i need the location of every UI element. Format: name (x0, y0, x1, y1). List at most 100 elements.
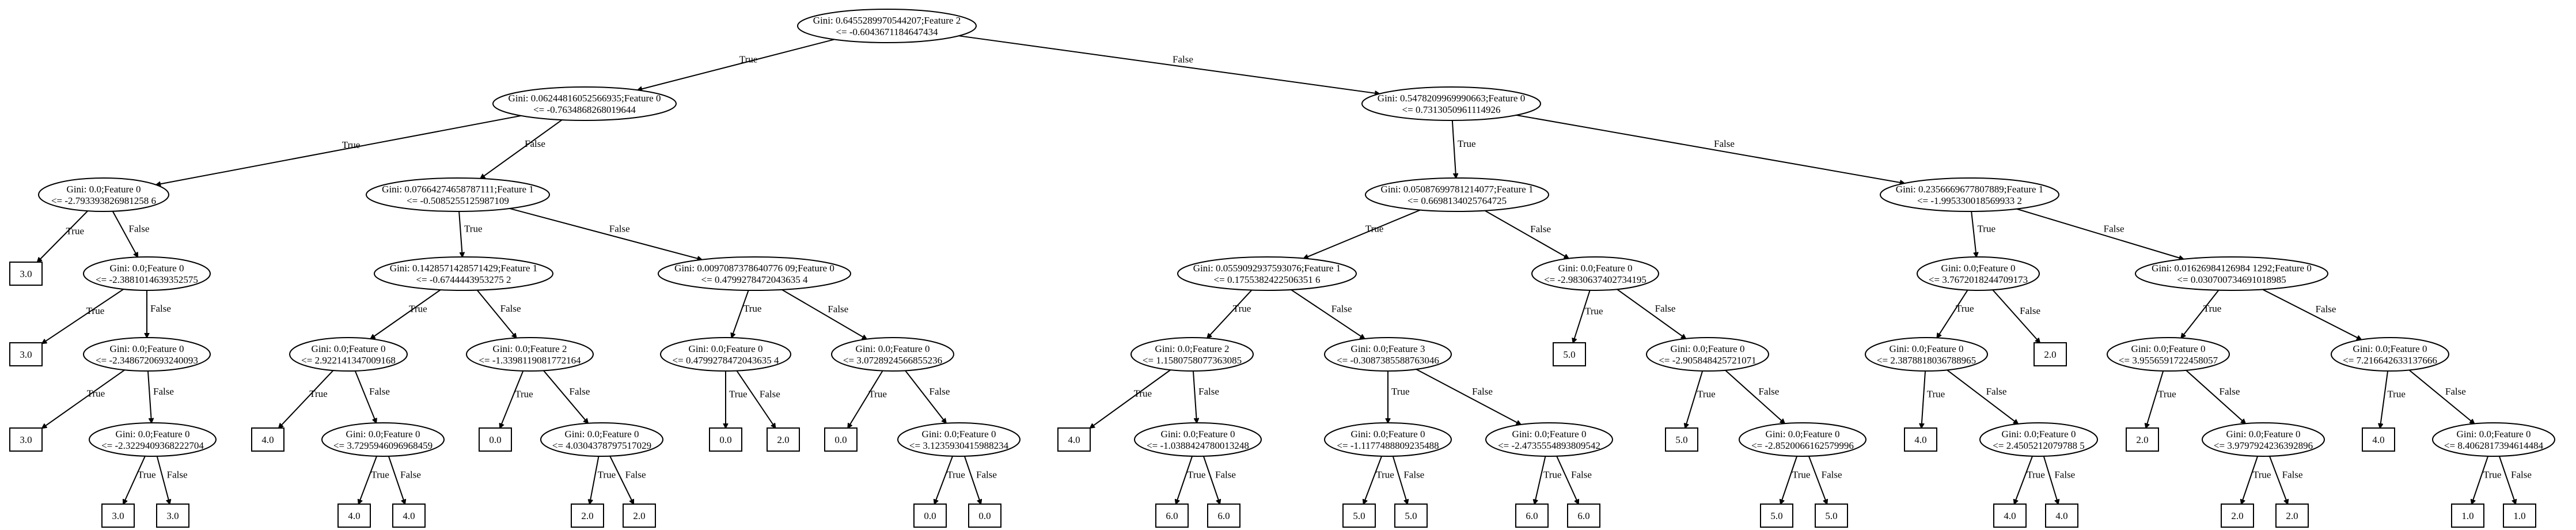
edge-label-false: False (1331, 303, 1352, 314)
tree-edge: True (638, 39, 835, 90)
edge-line (638, 39, 835, 90)
tree-edge: True (2380, 370, 2406, 428)
edge-line (1808, 456, 1827, 504)
node-gini-label: Gini: 0.0;Feature 0 (1766, 429, 1840, 440)
split-node: Gini: 0.0;Feature 0<= 3.0728924566855236 (831, 337, 954, 372)
split-ellipse (1177, 256, 1357, 291)
leaf-value: 4.0 (1914, 434, 1926, 445)
leaf-node: 3.0 (156, 504, 189, 528)
node-gini-label: Gini: 0.0;Feature 0 (110, 263, 184, 274)
leaf-node: 2.0 (2221, 504, 2254, 528)
leaf-value: 4.0 (2004, 510, 2016, 521)
edge-line (42, 289, 124, 343)
leaf-box (1760, 504, 1793, 528)
tree-edge: False (1392, 456, 1424, 504)
tree-edge: False (1416, 369, 1521, 425)
tree-edge: True (1781, 456, 1811, 504)
edge-label-true: True (1792, 469, 1811, 480)
edge-line (458, 211, 462, 257)
split-node: Gini: 0.0097087378640776 09;Feature 0<= … (658, 256, 851, 291)
split-node: Gini: 0.0;Feature 0<= -2.348672069324009… (83, 337, 211, 372)
tree-edge: True (370, 289, 441, 339)
edge-label-true: True (1376, 469, 1394, 480)
edge-label-true: True (1188, 469, 1206, 480)
tree-edge: True (726, 371, 748, 428)
node-gini-label: Gini: 0.0;Feature 0 (2131, 343, 2206, 354)
split-node: Gini: 0.0;Feature 0<= 2.4505212079788 5 (1979, 422, 2098, 457)
edge-label-false: False (1472, 386, 1493, 397)
edge-line (1451, 120, 1456, 178)
edge-line (2016, 208, 2184, 259)
node-threshold-label: <= 0.1755382422506351 6 (1214, 274, 1321, 285)
leaf-node: 0.0 (913, 504, 947, 528)
leaf-node: 5.0 (1342, 504, 1376, 528)
split-node: Gini: 0.0;Feature 0<= -1.117748880923548… (1324, 422, 1452, 457)
node-threshold-label: <= 3.9797924236392896 (2214, 440, 2313, 451)
leaf-box (1815, 504, 1848, 528)
split-ellipse (492, 86, 677, 121)
edge-label-true: True (868, 388, 887, 399)
edge-line (1304, 209, 1421, 259)
leaf-value: 3.0 (20, 268, 32, 279)
tree-edge: False (1617, 289, 1686, 339)
leaf-node: 2.0 (623, 504, 656, 528)
split-node: Gini: 0.0;Feature 0<= -2.852006616257999… (1739, 422, 1866, 457)
tree-edge: True (1685, 370, 1716, 428)
edge-line (848, 370, 883, 428)
edge-line (2146, 370, 2164, 428)
leaf-value: 4.0 (2372, 434, 2384, 445)
node-gini-label: Gini: 0.0;Feature 0 (2002, 429, 2076, 440)
edge-line (543, 370, 588, 423)
edge-label-true: True (1365, 224, 1384, 234)
split-node: Gini: 0.0;Feature 0<= -2.473555489380954… (1485, 422, 1613, 457)
leaf-box (2275, 504, 2309, 528)
node-gini-label: Gini: 0.0;Feature 0 (1890, 343, 1964, 354)
node-gini-label: Gini: 0.6455289970544207;Feature 2 (813, 15, 961, 26)
leaf-value: 5.0 (1675, 434, 1687, 445)
edge-label-false: False (1714, 138, 1735, 149)
node-threshold-label: <= 2.3878818036788965 (1877, 355, 1976, 366)
node-threshold-label: <= -1.3398119081772164 (479, 355, 581, 366)
split-node: Gini: 0.0;Feature 0<= -2.983063740273419… (1531, 256, 1659, 291)
edge-line (1725, 369, 1785, 423)
leaf-value: 0.0 (924, 510, 936, 521)
edge-line (279, 370, 334, 428)
split-ellipse (660, 337, 791, 372)
tree-edge: False (963, 456, 997, 504)
split-node: Gini: 0.06244816052566935;Feature 0<= -0… (492, 86, 677, 121)
edge-line (2380, 370, 2389, 428)
edge-line (388, 456, 405, 504)
edge-label-true: True (1233, 303, 1251, 314)
split-ellipse (658, 256, 851, 291)
split-node: Gini: 0.0;Feature 0<= 3.7295946096968459 (321, 422, 445, 457)
tree-edge: False (1516, 114, 1905, 183)
leaf-node: 6.0 (1515, 504, 1549, 528)
split-node: Gini: 0.0;Feature 0<= 3.7672018244709173 (1917, 256, 2040, 291)
edge-label-true: True (2027, 469, 2045, 480)
node-threshold-label: <= 3.9556591722458057 (2119, 355, 2218, 366)
edge-line (781, 289, 867, 339)
leaf-value: 2.0 (581, 510, 593, 521)
leaf-box (1904, 427, 1937, 452)
edge-line (1516, 114, 1905, 183)
edge-label-false: False (570, 386, 590, 397)
edge-line (156, 115, 521, 185)
leaf-node: 2.0 (2034, 342, 2067, 366)
leaf-value: 4.0 (1068, 434, 1080, 445)
tree-edge: False (354, 370, 390, 423)
tree-edge: True (1364, 456, 1394, 504)
leaf-node: 0.0 (968, 504, 1001, 528)
leaf-node: 2.0 (767, 427, 800, 452)
edge-line (1947, 369, 2018, 424)
split-node: Gini: 0.0;Feature 0<= 3.1235930415988234 (897, 422, 1020, 457)
tree-edge: False (1192, 370, 1219, 423)
leaf-node: 6.0 (1567, 504, 1600, 528)
edge-label-false: False (1655, 303, 1676, 314)
edge-label-false: False (1215, 469, 1236, 480)
node-gini-label: Gini: 0.0;Feature 0 (565, 429, 639, 440)
node-threshold-label: <= -0.6744443953275 2 (416, 274, 511, 285)
tree-edge: False (156, 456, 188, 504)
edge-line (147, 370, 151, 423)
tree-edge: False (905, 370, 950, 423)
leaf-node: 2.0 (2275, 504, 2309, 528)
